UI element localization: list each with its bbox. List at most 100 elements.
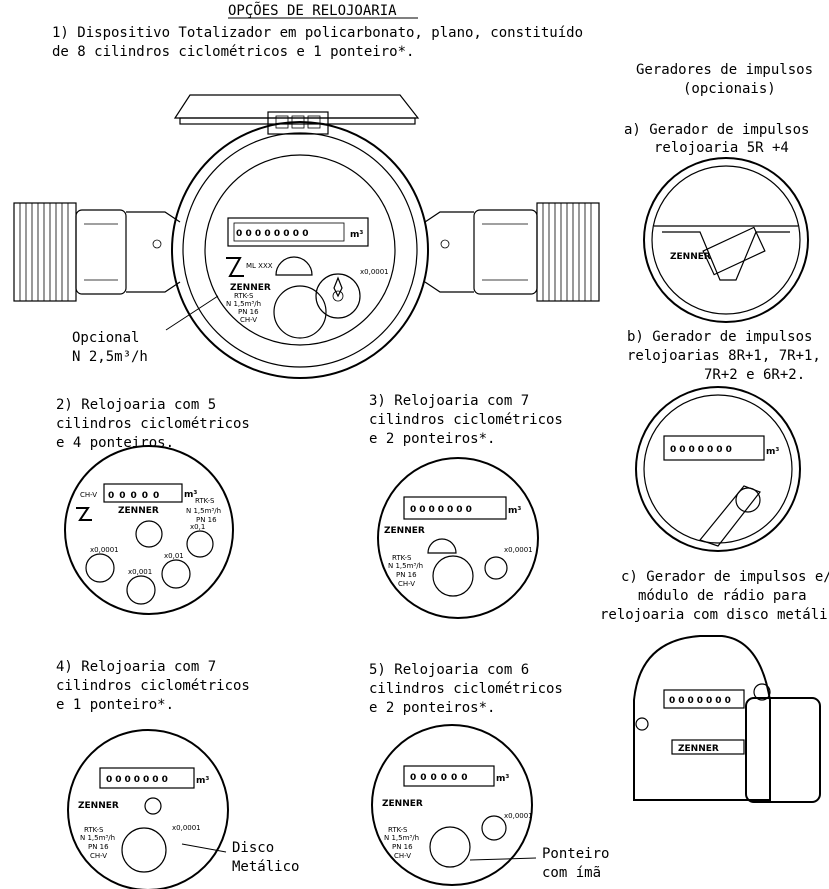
gen-a-module	[702, 226, 766, 276]
opt4-model: RTK-S	[84, 826, 104, 834]
option2-line3: e 4 ponteiros.	[56, 435, 174, 451]
main-flow: N 1,5m³/h	[226, 300, 261, 308]
generators-heading2: (opcionais)	[683, 81, 776, 97]
main-chv: CH-V	[240, 316, 257, 324]
opt3-small-dial	[484, 556, 508, 580]
option4-line3: e 1 ponteiro*.	[56, 697, 174, 713]
dial-option5: 000000 m³ ZENNER RTK-S N 1,5m³/h PN 16 C…	[371, 724, 533, 886]
gen-c-label-plate	[671, 739, 745, 755]
main-pointer-needle	[333, 276, 343, 298]
gen-a-line1: a) Gerador de impulsos	[624, 122, 809, 138]
opt2-dial-a	[85, 553, 115, 583]
main-counter-window	[227, 217, 369, 247]
opt2-mult-b: x0,001	[128, 568, 152, 576]
optional-leader	[165, 295, 219, 331]
disco-leader	[181, 843, 227, 853]
opt3-model: RTK-S	[392, 554, 412, 562]
option1-line1: 1) Dispositivo Totalizador em policarbon…	[52, 25, 583, 41]
zenner-logo-icon	[226, 257, 244, 277]
meter-lid-rim	[179, 117, 416, 125]
option4-line2: cilindros ciclométricos	[56, 678, 250, 694]
gen-b-counter	[663, 435, 765, 461]
opt5-chv: CH-V	[394, 852, 411, 860]
option2-line2: cilindros ciclométricos	[56, 416, 250, 432]
opt2-dial-c	[161, 559, 191, 589]
opt4-mult: x0,0001	[172, 824, 201, 832]
option2-line1: 2) Relojoaria com 5	[56, 397, 216, 413]
gen-b-unit: m³	[766, 447, 779, 457]
ponteiro-line1: Ponteiro	[542, 846, 609, 862]
opt2-star	[135, 520, 163, 548]
option5-line1: 5) Relojoaria com 6	[369, 662, 529, 678]
opt5-digits: 000000	[410, 773, 472, 783]
gen-b-line2: relojoarias 8R+1, 7R+1,	[627, 348, 821, 364]
opt5-brand: ZENNER	[382, 799, 423, 809]
gen-c-line2: módulo de rádio para	[638, 588, 807, 604]
opt5-model: RTK-S	[388, 826, 408, 834]
opt4-counter	[99, 767, 195, 789]
main-model: RTK-S	[234, 292, 254, 300]
opt3-unit: m³	[508, 506, 521, 516]
opt5-main-dial	[429, 826, 471, 868]
opt2-dial-d	[186, 530, 214, 558]
generator-c-drawing: 0000000 ZENNER	[633, 635, 821, 803]
gen-c-radio-box	[745, 697, 821, 803]
opt2-mult-c: x0,01	[164, 552, 184, 560]
left-thread-lines	[19, 203, 69, 301]
opt3-counter	[403, 496, 507, 520]
gen-a-line2: relojoaria 5R +4	[654, 140, 789, 156]
main-mult: x0,0001	[360, 268, 389, 276]
gen-c-counter	[663, 689, 745, 709]
gen-b-line3: 7R+2 e 6R+2.	[704, 367, 805, 383]
disco-line1: Disco	[232, 840, 274, 856]
opt4-digits: 0000000	[106, 775, 171, 785]
opt2-counter	[103, 483, 183, 503]
gen-c-label: ZENNER	[678, 744, 719, 754]
opt2-counter-digits: 00000	[108, 491, 164, 501]
opt3-flow: N 1,5m³/h	[388, 562, 423, 570]
main-water-meter: 00000000 m³ ZENNER ML XXX RTK-S N 1,5m³/…	[13, 94, 600, 379]
opt3-main-dial	[432, 555, 474, 597]
main-pointer-hub	[332, 290, 344, 302]
opt3-brand: ZENNER	[384, 526, 425, 536]
main-test-disk	[273, 285, 327, 339]
ponteiro-leader	[469, 857, 537, 861]
right-thread-lines	[542, 203, 592, 301]
left-thread	[13, 202, 77, 302]
opt4-chv: CH-V	[90, 852, 107, 860]
gen-c-knob	[753, 683, 771, 701]
opt4-unit: m³	[196, 776, 209, 786]
opt4-pn: PN 16	[88, 843, 109, 851]
opt2-model: RTK-S	[195, 497, 215, 505]
gen-b-pickup	[698, 485, 761, 547]
option3-line1: 3) Relojoaria com 7	[369, 393, 529, 409]
meter-body-ring	[182, 132, 418, 368]
opt3-chv: CH-V	[398, 580, 415, 588]
meter-lid	[173, 94, 420, 119]
gen-c-screw	[635, 717, 649, 731]
dial-option2: CH-V 00000 m³ ZENNER RTK-S N 1,5m³/h PN …	[64, 445, 234, 615]
main-pn: PN 16	[238, 308, 259, 316]
opt2-logo-icon	[76, 507, 92, 521]
left-nut	[75, 209, 127, 295]
generator-a-drawing: ZENNER	[643, 157, 809, 323]
gen-c-line3: relojoaria com disco metálico	[600, 607, 829, 623]
page-title: OPÇÕES DE RELOJOARIA	[228, 2, 397, 19]
opt2-mult-d: x0,1	[190, 523, 205, 531]
opt4-star	[144, 797, 162, 815]
main-counter-unit: m³	[350, 230, 363, 240]
opt3-star	[427, 538, 457, 554]
opt5-small-dial	[481, 815, 507, 841]
option1-line2: de 8 cilindros ciclométricos e 1 ponteir…	[52, 44, 414, 60]
opt4-metal-disk	[121, 827, 167, 873]
dial-option3: 0000000 m³ ZENNER RTK-S N 1,5m³/h PN 16 …	[377, 457, 539, 619]
opt4-flow: N 1,5m³/h	[80, 834, 115, 842]
opt2-pn: PN 16	[196, 516, 217, 524]
optional-line1: Opcional	[72, 330, 139, 346]
opt2-chv: CH-V	[80, 491, 97, 499]
main-brand: ZENNER	[230, 283, 271, 293]
opt5-flow: N 1,5m³/h	[384, 834, 419, 842]
meter-dial-face	[204, 154, 396, 346]
gen-c-digits: 0000000	[669, 696, 734, 706]
